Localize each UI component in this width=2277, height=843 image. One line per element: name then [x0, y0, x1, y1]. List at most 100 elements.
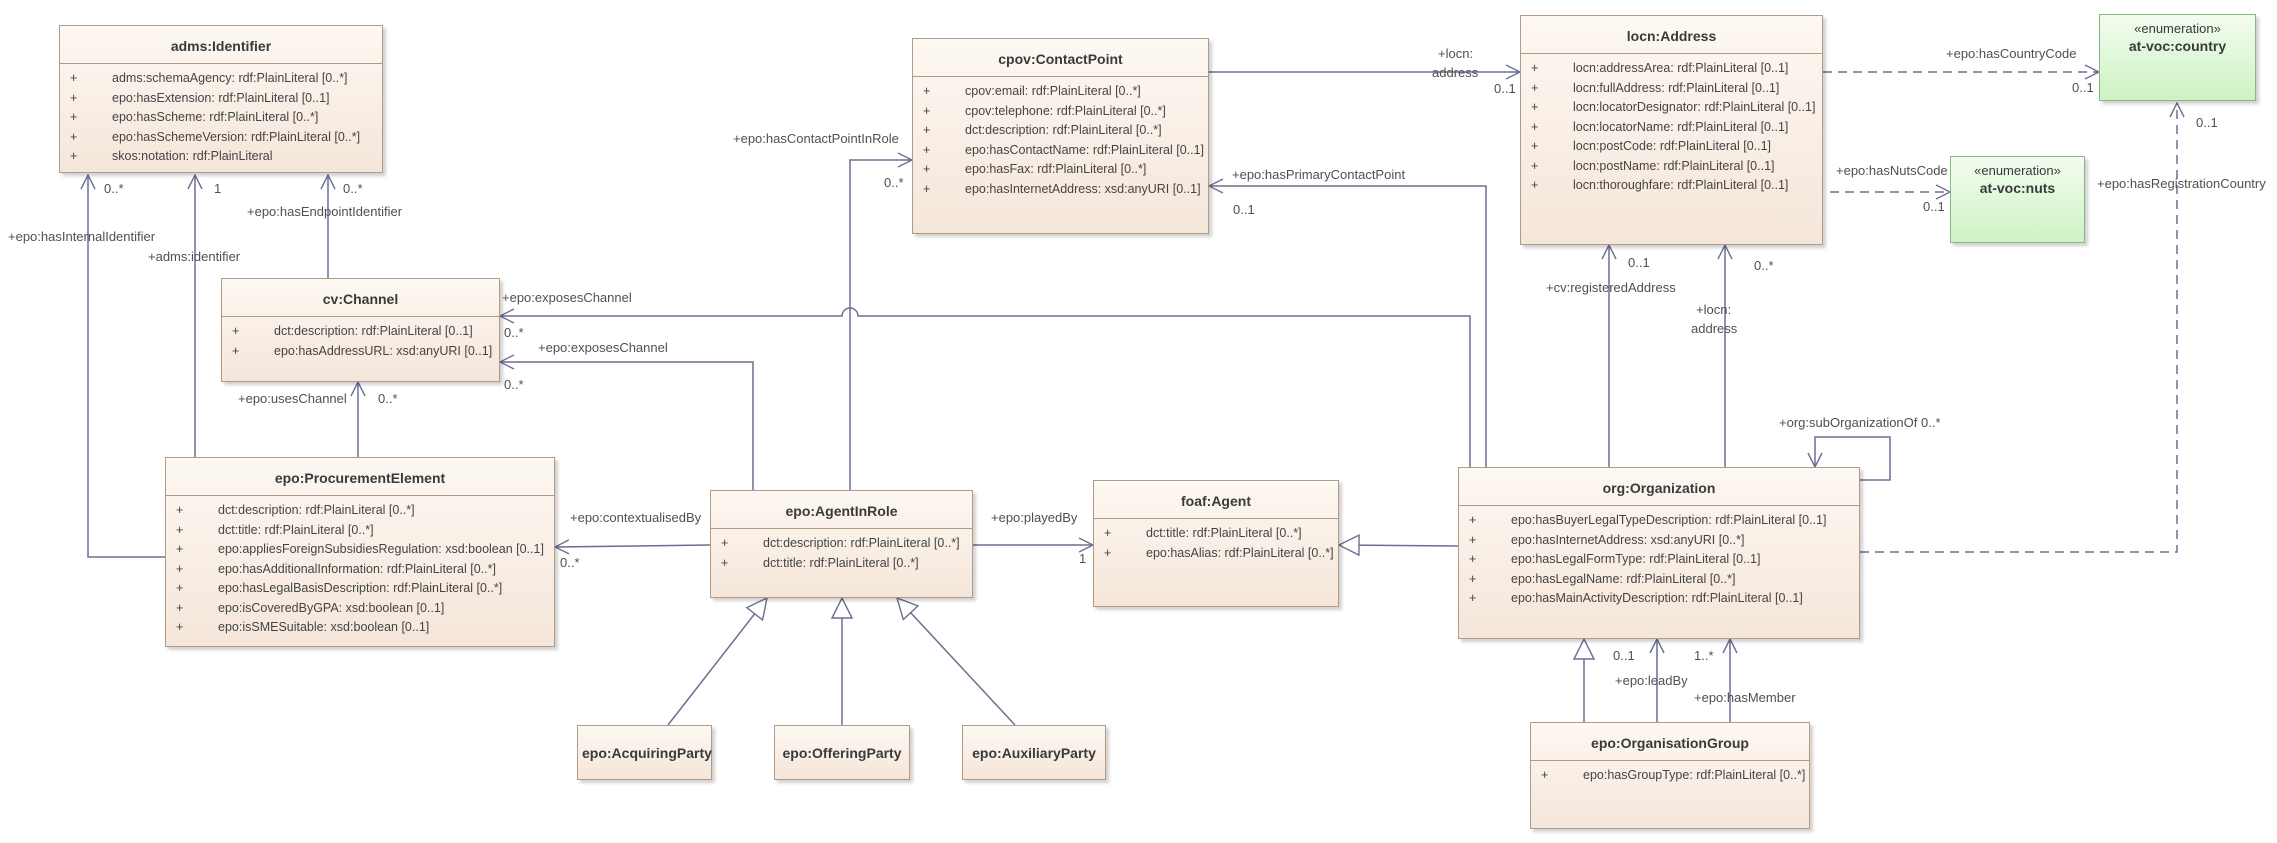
- attribute-row: +epo:isSMESuitable: xsd:boolean [0..1]: [166, 618, 554, 638]
- label-contextualised-by: +epo:contextualisedBy: [570, 510, 702, 525]
- attribute-row: + locn:thoroughfare: rdf:PlainLiteral [0.…: [1521, 176, 1822, 196]
- label-has-contact-point-in-role: +epo:hasContactPointInRole: [733, 131, 899, 146]
- multiplicity-has-registration-country: 0..1: [2196, 115, 2218, 130]
- label-has-country-code: +epo:hasCountryCode: [1946, 46, 2077, 61]
- stereotype-label: «enumeration»: [1974, 163, 2061, 178]
- visibility-marker: +: [176, 522, 184, 537]
- label-org-locn-address-line1: +locn:: [1696, 302, 1732, 317]
- attribute-row: +dct:description: rdf:PlainLiteral [0..1…: [222, 322, 499, 342]
- class-name: epo:OfferingParty: [782, 744, 902, 761]
- class-epo-agentinrole[interactable]: epo:AgentInRole +dct:description: rdf:Pl…: [710, 490, 973, 598]
- class-foaf-agent[interactable]: foaf:Agent +dct:title: rdf:PlainLiteral …: [1093, 480, 1339, 607]
- attribute-row: +dct:description: rdf:PlainLiteral [0..*…: [711, 534, 972, 554]
- multiplicity-has-member: 1..*: [1694, 648, 1714, 663]
- attribute-row: +locn:postName: rdf:PlainLiteral [0..1]: [1521, 157, 1822, 177]
- visibility-marker: +: [232, 324, 240, 338]
- class-name: foaf:Agent: [1181, 493, 1251, 509]
- attribute-row: +epo:hasBuyerLegalTypeDescription: rdf:P…: [1459, 511, 1859, 531]
- class-name: at-voc:nuts: [1979, 180, 2056, 196]
- attribute-text: epo:hasInternetAddress: xsd:anyURI [0..*…: [1511, 532, 1745, 547]
- label-has-member: +epo:hasMember: [1694, 690, 1796, 705]
- attribute-text: locn:locatorName: rdf:PlainLiteral [0..1…: [1573, 119, 1789, 134]
- label-exposes-channel-1: +epo:exposesChannel: [502, 290, 632, 305]
- visibility-marker: +: [721, 555, 729, 570]
- attribute-row: +epo:hasContactName: rdf:PlainLiteral [0…: [913, 141, 1208, 161]
- attribute-text: locn:thoroughfare: rdf:PlainLiteral [0..…: [1573, 178, 1789, 192]
- visibility-marker: +: [1469, 552, 1477, 566]
- class-epo-auxiliaryparty[interactable]: epo:AuxiliaryParty: [962, 725, 1106, 780]
- attribute-row: + epo:hasLegalName: rdf:PlainLiteral [0..…: [1459, 570, 1859, 590]
- class-epo-acquiringparty[interactable]: epo:AcquiringParty: [577, 725, 712, 780]
- class-org-organization[interactable]: org:Organization +epo:hasBuyerLegalTypeD…: [1458, 467, 1860, 639]
- attribute-row: +epo:hasMainActivityDescription: rdf:Pla…: [1459, 589, 1859, 609]
- attribute-row: +skos:notation: rdf:PlainLiteral: [60, 147, 382, 167]
- attribute-text: epo:hasSchemeVersion: rdf:PlainLiteral […: [112, 129, 361, 144]
- attribute-text: locn:fullAddress: rdf:PlainLiteral [0..1…: [1573, 80, 1780, 95]
- multiplicity-uses-channel: 0..*: [378, 391, 398, 406]
- class-name: epo:AgentInRole: [785, 503, 898, 519]
- label-exposes-channel-2: +epo:exposesChannel: [538, 340, 668, 355]
- attribute-row: +adms:schemaAgency: rdf:PlainLiteral [0.…: [60, 69, 382, 89]
- multiplicity-played-by: 1: [1079, 551, 1087, 566]
- attribute-text: adms:schemaAgency: rdf:PlainLiteral [0..…: [112, 71, 348, 85]
- attribute-list: +locn:addressArea: rdf:PlainLiteral [0..…: [1521, 53, 1822, 200]
- attribute-row: +cpov:email: rdf:PlainLiteral [0..*]: [913, 82, 1208, 102]
- visibility-marker: +: [923, 162, 931, 176]
- label-lead-by: +epo:leadBy: [1615, 673, 1688, 688]
- attribute-list: + epo:hasBuyerLegalTypeDescription: rdf:P…: [1459, 505, 1859, 613]
- multiplicity-org-locn-address: 0..*: [1754, 258, 1774, 273]
- visibility-marker: +: [923, 84, 931, 98]
- multiplicity-has-primary-contact-point: 0..1: [1233, 202, 1255, 217]
- attribute-text: epo:isCoveredByGPA: xsd:boolean [0..1]: [218, 600, 445, 615]
- attribute-row: +epo:hasLegalBasisDescription: rdf:Plain…: [166, 579, 554, 599]
- label-registered-address: +cv:registeredAddress: [1546, 280, 1676, 295]
- label-played-by: +epo:playedBy: [991, 510, 1078, 525]
- attribute-text: epo:hasAddressURL: xsd:anyURI [0..1]: [274, 343, 493, 358]
- class-locn-address[interactable]: locn:Address +locn:addressArea: rdf:Plai…: [1520, 15, 1823, 245]
- class-epo-organisationgroup[interactable]: epo:OrganisationGroup +epo:hasGroupType:…: [1530, 722, 1810, 829]
- label-org-locn-address-line2: address: [1691, 321, 1738, 336]
- class-epo-offeringparty[interactable]: epo:OfferingParty: [774, 725, 910, 780]
- multiplicity-exposes-channel-1: 0..*: [504, 325, 524, 340]
- class-adms-identifier[interactable]: adms:Identifier +adms:schemaAgency: rdf:…: [59, 25, 383, 173]
- attribute-row: +dct:title: rdf:PlainLiteral [0..*]: [1094, 524, 1338, 544]
- enum-at-voc-country[interactable]: «enumeration» at-voc:country: [2099, 14, 2256, 101]
- class-name: cv:Channel: [322, 291, 399, 307]
- attribute-text: dct:description: rdf:PlainLiteral [0..*]: [965, 123, 1162, 137]
- attribute-text: epo:hasLegalName: rdf:PlainLiteral [0..*…: [1511, 571, 1736, 586]
- attribute-text: epo:hasContactName: rdf:PlainLiteral [0.…: [965, 142, 1205, 157]
- visibility-marker: +: [176, 600, 184, 615]
- connector-contextualised-by: [555, 545, 711, 547]
- visibility-marker: +: [70, 90, 78, 105]
- attribute-text: epo:hasBuyerLegalTypeDescription: rdf:Pl…: [1511, 513, 1827, 527]
- visibility-marker: +: [1469, 571, 1477, 586]
- visibility-marker: +: [1104, 545, 1112, 560]
- visibility-marker: +: [1104, 526, 1112, 540]
- class-name: epo:AcquiringParty: [582, 744, 712, 761]
- attribute-text: epo:hasGroupType: rdf:PlainLiteral [0..*…: [1583, 768, 1806, 782]
- visibility-marker: +: [923, 181, 931, 196]
- multiplicity-registered-address: 0..1: [1628, 255, 1650, 270]
- label-has-endpoint-identifier: +epo:hasEndpointIdentifier: [247, 204, 403, 219]
- label-contact-locn-address-line2: address: [1432, 65, 1479, 80]
- attribute-row: +locn:locatorDesignator: rdf:PlainLitera…: [1521, 98, 1822, 118]
- visibility-marker: +: [1531, 139, 1539, 153]
- visibility-marker: +: [1531, 178, 1539, 192]
- class-cv-channel[interactable]: cv:Channel +dct:description: rdf:PlainLi…: [221, 278, 500, 382]
- visibility-marker: +: [232, 343, 240, 358]
- multiplicity-lead-by: 0..1: [1613, 648, 1635, 663]
- label-has-registration-country: +epo:hasRegistrationCountry: [2097, 176, 2266, 191]
- visibility-marker: +: [176, 620, 184, 634]
- attribute-row: +epo:hasScheme: rdf:PlainLiteral [0..*]: [60, 108, 382, 128]
- attribute-list: +dct:description: rdf:PlainLiteral [0..*…: [711, 528, 972, 577]
- multiplicity-has-country-code: 0..1: [2072, 80, 2094, 95]
- enum-at-voc-nuts[interactable]: «enumeration» at-voc:nuts: [1950, 156, 2085, 243]
- class-name: adms:Identifier: [170, 38, 272, 54]
- visibility-marker: +: [1531, 80, 1539, 95]
- attribute-text: epo:hasScheme: rdf:PlainLiteral [0..*]: [112, 110, 319, 124]
- attribute-text: skos:notation: rdf:PlainLiteral: [112, 149, 273, 163]
- class-cpov-contactpoint[interactable]: cpov:ContactPoint +cpov:email: rdf:Plain…: [912, 38, 1209, 234]
- attribute-row: +locn:locatorName: rdf:PlainLiteral [0..…: [1521, 118, 1822, 138]
- attribute-text: epo:hasLegalBasisDescription: rdf:PlainL…: [218, 581, 503, 595]
- class-epo-procurementelement[interactable]: epo:ProcurementElement +dct:description:…: [165, 457, 555, 647]
